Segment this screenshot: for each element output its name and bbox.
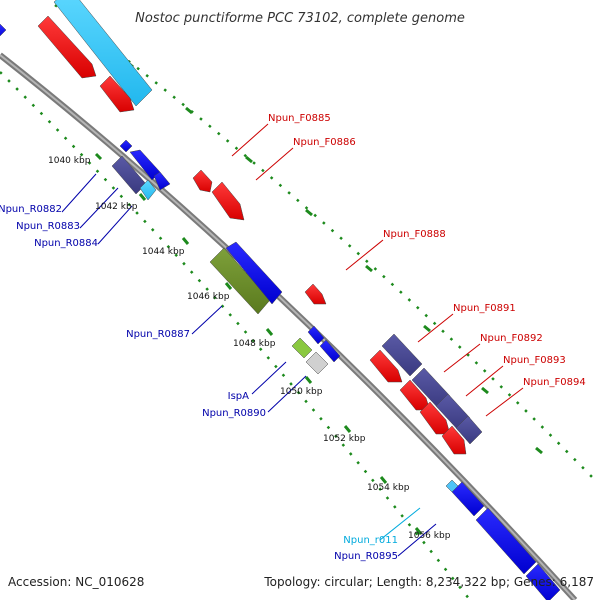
gene-label[interactable]: Npun_R0890 bbox=[202, 408, 266, 419]
tick-label: 1046 kbp bbox=[187, 292, 230, 302]
label-leader-lines bbox=[61, 123, 524, 557]
gene-red-f0894 bbox=[441, 425, 467, 455]
tick-label: 1056 kbp bbox=[408, 531, 451, 541]
gene-cyan-large bbox=[53, 0, 153, 107]
gene-blue-edge bbox=[0, 23, 7, 37]
tick-label: 1054 kbp bbox=[367, 483, 410, 493]
gene-label[interactable]: Npun_R0882 bbox=[0, 204, 62, 215]
gene-label[interactable]: Npun_F0888 bbox=[383, 229, 446, 240]
inner-ring-dotted bbox=[0, 71, 471, 600]
tick-label: 1042 kbp bbox=[95, 202, 138, 212]
gene-label[interactable]: Npun_R0895 bbox=[334, 551, 398, 562]
gene-red-f0893 bbox=[419, 401, 451, 435]
gene-blue-ispa bbox=[307, 325, 325, 345]
gene-red-f0886 bbox=[211, 181, 245, 221]
gene-red-2 bbox=[99, 75, 135, 113]
kbp-tick-marks bbox=[94, 152, 423, 535]
reverse-strand-genes bbox=[0, 23, 561, 600]
summary-text: Topology: circular; Length: 8,234,322 bp… bbox=[263, 575, 594, 589]
gene-label[interactable]: Npun_F0893 bbox=[503, 355, 566, 366]
genome-backbone-highlight bbox=[0, 54, 576, 600]
tick-label: 1048 kbp bbox=[233, 339, 276, 349]
kbp-tick-labels: 1040 kbp 1042 kbp 1044 kbp 1046 kbp 1048 kbp… bbox=[48, 156, 451, 541]
gene-red-f0891 bbox=[369, 349, 403, 383]
tick-label: 1044 kbp bbox=[142, 247, 185, 257]
tick-label: 1040 kbp bbox=[48, 156, 91, 166]
gene-label[interactable]: Npun_F0892 bbox=[480, 333, 543, 344]
gene-blue-r0895-3 bbox=[525, 563, 561, 600]
tick-label: 1052 kbp bbox=[323, 434, 366, 444]
gene-cyan-r0883 bbox=[139, 179, 157, 201]
gene-label[interactable]: Npun_F0891 bbox=[453, 303, 516, 314]
gene-labels: Npun_F0885Npun_F0886Npun_F0888Npun_F0891… bbox=[0, 113, 586, 562]
accession-text: Accession: NC_010628 bbox=[8, 575, 144, 589]
gene-blue-r0895-2 bbox=[475, 507, 537, 575]
outer-ring-ticks bbox=[126, 60, 543, 455]
gene-label[interactable]: Npun_F0886 bbox=[293, 137, 356, 148]
gene-slate-4 bbox=[455, 415, 483, 445]
gene-green-ispa bbox=[291, 337, 313, 359]
gene-blue-r0890 bbox=[319, 339, 341, 363]
map-title: Nostoc punctiforme PCC 73102, complete g… bbox=[135, 11, 465, 26]
gene-blue-r0884 bbox=[153, 171, 171, 191]
gene-label[interactable]: Npun_F0894 bbox=[523, 377, 586, 388]
forward-strand-genes bbox=[37, 0, 483, 455]
gene-red-f0885 bbox=[192, 169, 213, 193]
gene-red-f0888 bbox=[304, 283, 327, 305]
gene-blue-r0887 bbox=[225, 241, 283, 305]
gene-red-1 bbox=[37, 15, 97, 79]
gene-blue-r0895-1 bbox=[451, 481, 485, 517]
gene-label[interactable]: Npun_F0885 bbox=[268, 113, 331, 124]
gene-label[interactable]: Npun_r011 bbox=[343, 535, 398, 546]
gene-blue-top bbox=[119, 139, 133, 153]
gene-gray-r0890 bbox=[305, 351, 329, 375]
gene-label[interactable]: Npun_R0883 bbox=[16, 221, 80, 232]
gene-label[interactable]: Npun_R0887 bbox=[126, 329, 190, 340]
tick-label: 1050 kbp bbox=[280, 387, 323, 397]
gene-label[interactable]: IspA bbox=[228, 391, 250, 402]
gene-label[interactable]: Npun_R0884 bbox=[34, 238, 98, 249]
gene-slate-1 bbox=[381, 333, 423, 377]
